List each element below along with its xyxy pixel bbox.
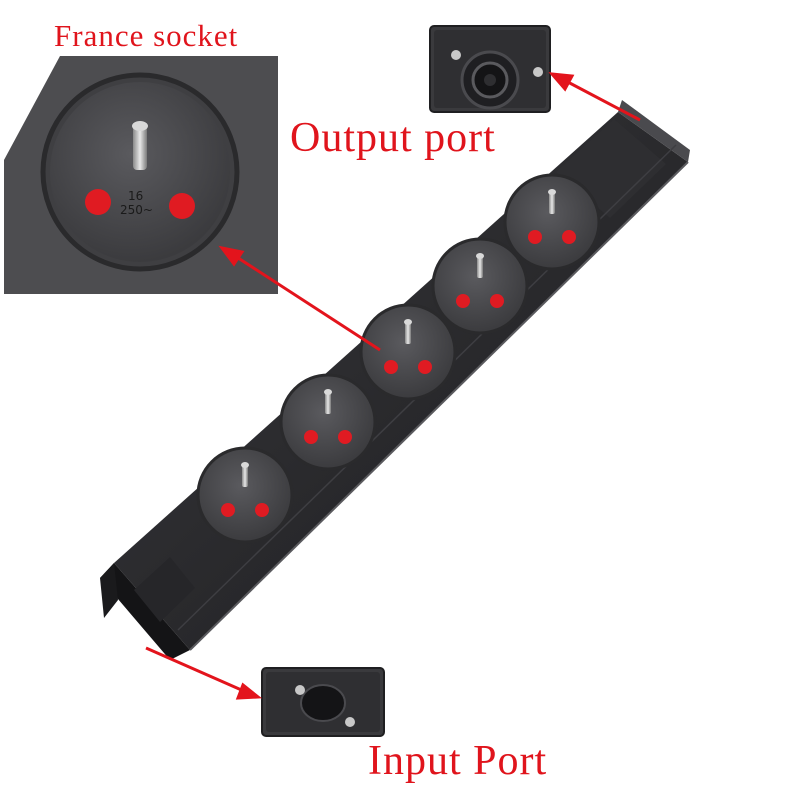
rating-amps: 16	[128, 189, 143, 203]
output-port-label: Output port	[290, 115, 496, 161]
screw-icon	[345, 717, 355, 727]
input-port-label: Input Port	[368, 738, 548, 784]
pointer-arrows	[145, 72, 641, 700]
arrow-to-output-port	[563, 78, 641, 122]
rating-volts: 250~	[120, 203, 153, 217]
socket-2	[279, 373, 377, 471]
socket-3	[359, 303, 457, 401]
screw-icon	[451, 50, 461, 60]
screw-icon	[533, 67, 543, 77]
france-socket-closeup: 16 250~	[4, 56, 278, 294]
output-port-closeup	[429, 25, 551, 113]
socket-1	[196, 446, 294, 544]
socket-5	[503, 173, 601, 271]
socket-4	[431, 237, 529, 335]
arrow-to-france-socket	[231, 252, 381, 352]
france-socket-label: France socket	[54, 18, 239, 53]
input-port-closeup	[261, 667, 385, 737]
screw-icon	[295, 685, 305, 695]
arrow-to-input-port	[145, 646, 247, 694]
